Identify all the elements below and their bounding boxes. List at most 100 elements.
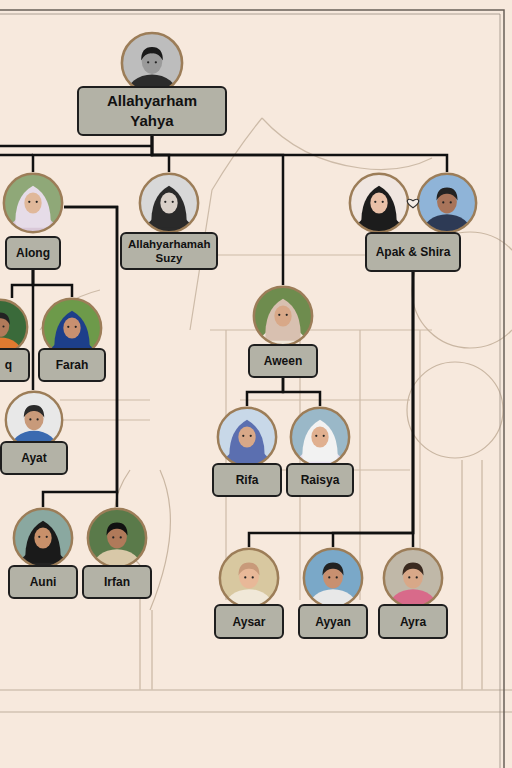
- person-node: q: [0, 298, 30, 382]
- photo-background: [289, 406, 351, 468]
- photo-row: [2, 172, 64, 234]
- photo-eye: [147, 61, 149, 63]
- photo-eye: [408, 576, 410, 578]
- portrait-photo: [2, 172, 64, 234]
- photo-eye: [37, 418, 39, 420]
- name-box: Rifa: [212, 463, 282, 497]
- photo-eye: [112, 536, 114, 538]
- photo-face: [34, 527, 51, 548]
- photo-content: [2, 172, 64, 234]
- photo-ring: [0, 300, 27, 355]
- photo-ring: [418, 174, 476, 232]
- photo-hair: [141, 47, 163, 60]
- photo-row: [382, 547, 444, 609]
- photo-eye: [286, 314, 288, 316]
- ground-line: [0, 690, 512, 712]
- person-node: Auni: [8, 507, 78, 599]
- person-name: Apak & Shira: [376, 245, 451, 259]
- person-name: Ayyan: [315, 615, 351, 629]
- family-connector: [152, 136, 447, 172]
- photo-eye: [336, 576, 338, 578]
- photo-eye: [328, 576, 330, 578]
- person-node: Allahyarhamah Suzy: [120, 172, 218, 270]
- photo-row: [216, 406, 278, 468]
- photo-ring: [88, 509, 146, 567]
- family-connector: [412, 272, 415, 547]
- person-name: q: [5, 358, 12, 372]
- photo-hair: [322, 563, 343, 576]
- photo-content: [302, 547, 364, 609]
- person-node: Ayra: [378, 547, 448, 639]
- photo-ring: [220, 549, 278, 607]
- portrait-photo: [138, 172, 200, 234]
- photo-content: [382, 547, 444, 609]
- person-node: Apak & Shira: [348, 172, 478, 272]
- photo-content: [289, 406, 351, 468]
- photo-face: [370, 192, 387, 213]
- photo-row: [86, 507, 148, 569]
- name-box: Ayyan: [298, 604, 368, 639]
- photo-eye: [450, 201, 452, 203]
- family-connector: [247, 378, 283, 406]
- photo-hair: [436, 188, 457, 201]
- photo-ring: [254, 287, 312, 345]
- photo-eye: [278, 314, 280, 316]
- family-connector: [33, 136, 152, 172]
- person-node: Irfan: [82, 507, 152, 599]
- photo-eye: [382, 201, 384, 203]
- photo-content: [12, 507, 74, 569]
- photo-ring: [304, 549, 362, 607]
- photo-background: [138, 172, 200, 234]
- photo-hair: [402, 563, 423, 576]
- photo-hair: [238, 563, 259, 576]
- person-name: Ayat: [21, 451, 47, 465]
- name-box: Raisya: [286, 463, 354, 497]
- photo-face: [63, 317, 80, 338]
- photo-ring: [350, 174, 408, 232]
- portrait-photo: [252, 285, 314, 347]
- family-connector: [283, 378, 320, 406]
- photo-eye: [75, 326, 77, 328]
- person-node: Raisya: [286, 406, 354, 497]
- photo-content: [86, 507, 148, 569]
- tree-sketch: [115, 232, 512, 690]
- person-name: Rifa: [236, 473, 259, 487]
- person-node: Farah: [38, 297, 106, 382]
- photo-content: [216, 406, 278, 468]
- family-connector: [249, 272, 413, 547]
- photo-row: [218, 547, 280, 609]
- photo-background: [12, 507, 74, 569]
- portrait-photo: [216, 406, 278, 468]
- photo-eye: [172, 201, 174, 203]
- photo-eye: [46, 536, 48, 538]
- photo-content: [416, 172, 478, 234]
- person-name: Irfan: [104, 575, 130, 589]
- family-connector: [33, 270, 72, 297]
- photo-eye: [416, 576, 418, 578]
- family-connector: [333, 272, 413, 547]
- heart-outline: [407, 199, 418, 208]
- person-name: Aween: [264, 354, 302, 368]
- photo-eye: [2, 325, 4, 327]
- photo-hijab: [361, 186, 396, 228]
- frame-line: [0, 10, 504, 768]
- person-node: Rifa: [212, 406, 282, 497]
- name-box: Ayat: [0, 441, 68, 475]
- photo-content: [218, 547, 280, 609]
- person-name: Along: [16, 246, 50, 260]
- photo-eye: [29, 418, 31, 420]
- photo-ring: [4, 174, 62, 232]
- photo-eye: [67, 326, 69, 328]
- photo-hijab: [151, 186, 186, 228]
- photo-face: [24, 192, 41, 213]
- person-node: Along: [2, 172, 64, 270]
- photo-eye: [36, 201, 38, 203]
- family-connector: [32, 270, 35, 390]
- portrait-photo: [289, 406, 351, 468]
- person-node: Ayyan: [298, 547, 368, 639]
- tree-crown: [407, 362, 503, 458]
- photo-hair: [106, 523, 127, 536]
- photo-hijab: [265, 299, 300, 341]
- photo-eye: [315, 435, 317, 437]
